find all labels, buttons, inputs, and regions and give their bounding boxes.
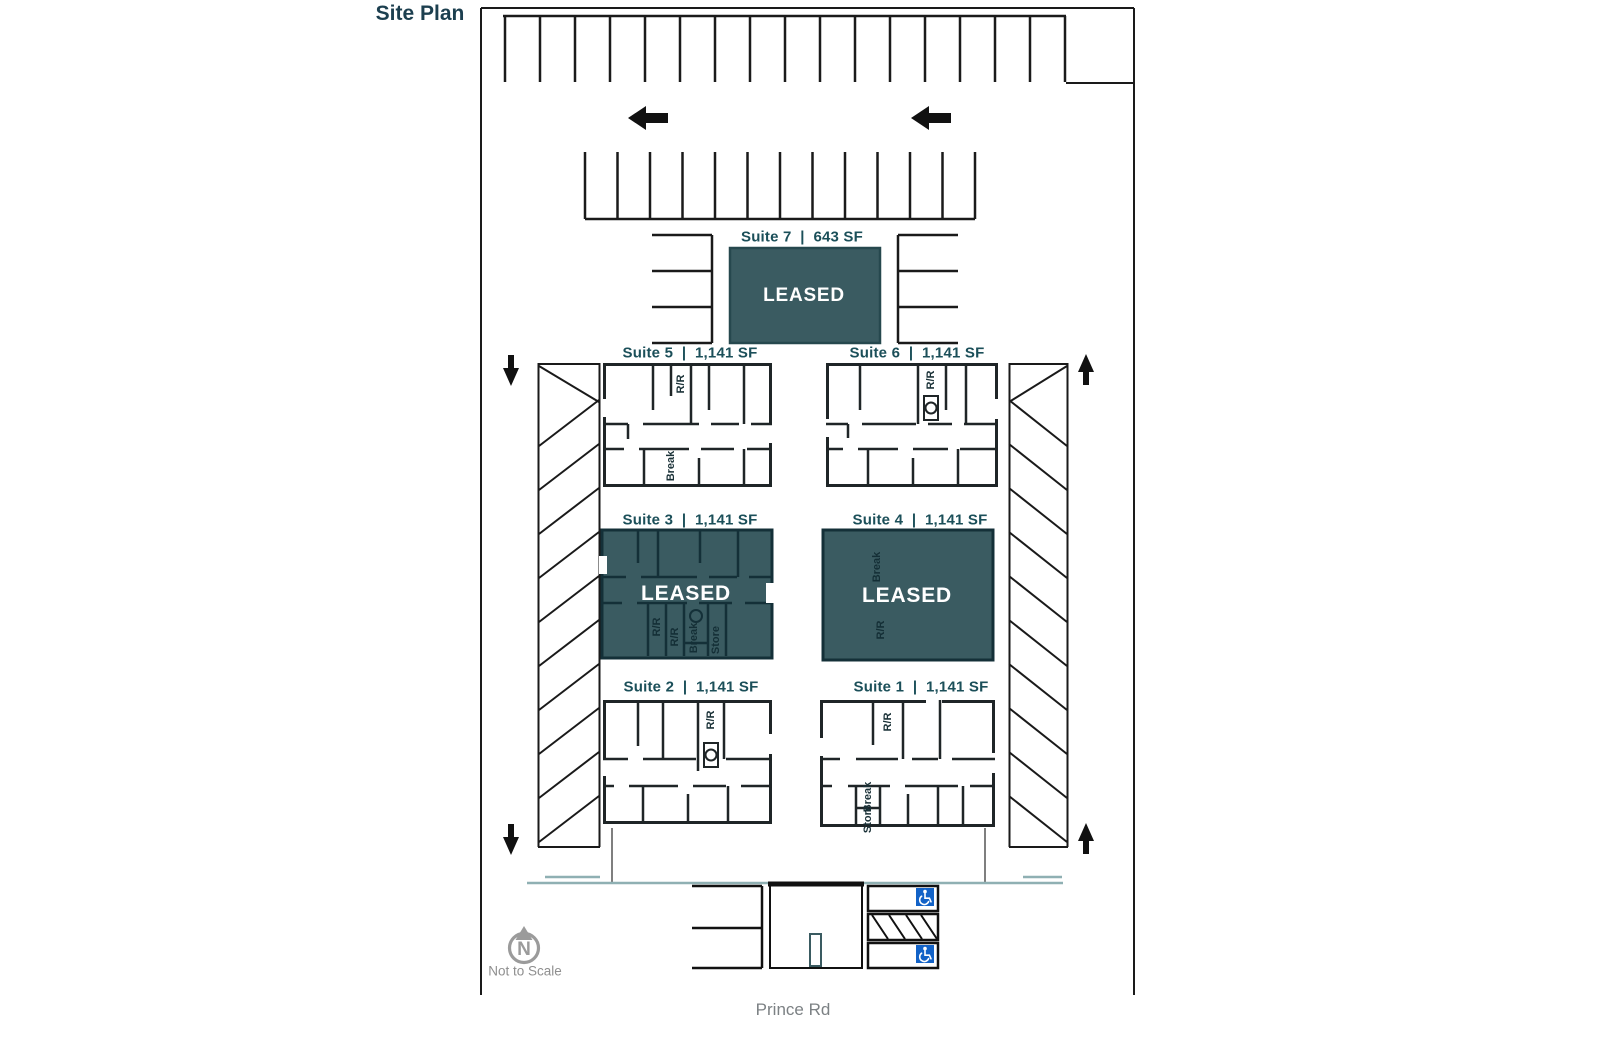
suite-2-floorplan [603, 700, 772, 824]
suite-3-leased-floorplan [599, 528, 775, 660]
monument-sign [809, 933, 822, 967]
suite7-side-parking-left [652, 233, 714, 345]
suite-label-5: Suite 5 | 1,141 SF [622, 344, 758, 362]
room-label-break: Break [688, 622, 700, 654]
suite-3-status: LEASED [641, 582, 731, 605]
room-label-restroom: R/R [882, 712, 894, 732]
compass-letter: N [517, 939, 531, 960]
room-label-restroom: R/R [925, 370, 937, 390]
suite-label-4: Suite 4 | 1,141 SF [852, 511, 988, 529]
traffic-arrow-left-1 [628, 106, 668, 130]
suite-label-7: Suite 7 | 643 SF [740, 228, 864, 246]
suite-6-floorplan [826, 363, 998, 487]
suite-label-1: Suite 1 | 1,141 SF [853, 678, 989, 696]
parking-row-top [503, 14, 1067, 82]
scale-note: Not to Scale [488, 963, 562, 979]
room-label-store: Store [710, 625, 722, 655]
access-aisle-hatching [871, 914, 938, 940]
suite-4-status: LEASED [862, 584, 952, 607]
monument-sign-island [768, 881, 864, 969]
entry-connectors [611, 828, 986, 883]
room-label-break: Break [665, 450, 677, 482]
room-label-restroom: R/R [651, 617, 663, 637]
room-label-restroom: R/R [705, 710, 717, 730]
suite-1-floorplan [820, 700, 995, 827]
suite-label-6: Suite 6 | 1,141 SF [849, 344, 985, 362]
suite7-side-parking-right [896, 233, 958, 345]
parking-row-middle [583, 152, 977, 221]
suite-7-status: LEASED [763, 285, 845, 306]
road-label: Prince Rd [755, 1000, 831, 1019]
traffic-arrow-left-2 [911, 106, 951, 130]
property-boundary [480, 7, 1135, 995]
compass-icon: N [507, 926, 541, 965]
suite-5-floorplan [603, 363, 772, 487]
handicap-parking [866, 884, 940, 970]
page-title: Site Plan [375, 2, 465, 25]
bottom-parking-stalls [692, 884, 764, 970]
traffic-arrow-up-bottom [1078, 823, 1094, 854]
suite-4-leased-floorplan [821, 528, 995, 662]
room-label-break: Break [871, 551, 883, 583]
traffic-arrow-down-bottom [503, 824, 519, 855]
right-angled-parking [1008, 363, 1069, 848]
suite-7-leased-box [728, 246, 882, 345]
suite-label-2: Suite 2 | 1,141 SF [623, 678, 759, 696]
room-label-restroom: R/R [669, 627, 681, 647]
room-label-restroom: R/R [675, 374, 687, 394]
room-label-store: Store [862, 804, 874, 834]
room-label-restroom: R/R [875, 620, 887, 640]
left-angled-parking [537, 363, 601, 848]
traffic-arrow-down-top [503, 355, 519, 386]
traffic-arrow-up-top [1078, 354, 1094, 385]
suite-label-3: Suite 3 | 1,141 SF [622, 511, 758, 529]
